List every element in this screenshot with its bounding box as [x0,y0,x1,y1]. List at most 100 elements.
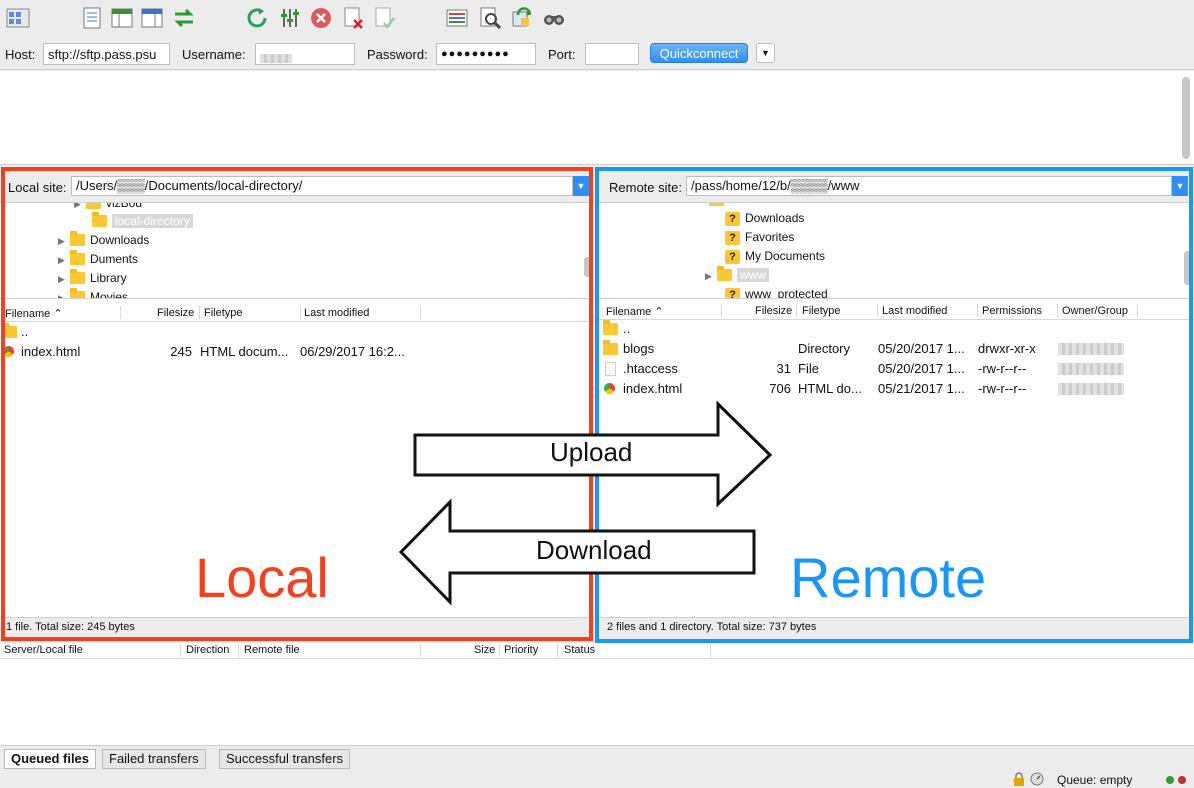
local-annotation-label: Local [195,546,329,609]
column-divider[interactable] [300,306,301,319]
expand-arrow-icon[interactable]: ▶ [58,236,65,246]
username-input[interactable] [255,43,355,65]
cancel-icon[interactable] [309,6,333,30]
tree-scrollbar[interactable] [1184,251,1191,285]
file-size: 245 [170,344,192,359]
sync-browse-icon[interactable] [172,6,196,30]
folder-icon [70,231,85,246]
column-direction[interactable]: Direction [186,644,230,656]
compare-icon[interactable] [510,6,534,30]
process-queue-icon[interactable] [278,6,302,30]
column-divider[interactable] [977,304,978,317]
tree-item[interactable]: ?Favorites [725,228,794,247]
file-icon [605,359,616,379]
column-filetype[interactable]: Filetype [802,305,841,317]
file-size: 706 [769,381,791,396]
tab-successful-transfers[interactable]: Successful transfers [219,749,351,769]
column-server-local-file[interactable]: Server/Local file [4,644,83,656]
column-owner-group[interactable]: Owner/Group [1062,305,1129,317]
tree-item[interactable]: ?My Documents [725,247,825,266]
search-icon[interactable] [542,6,566,30]
column-divider[interactable] [557,644,558,657]
file-row[interactable]: .htaccess 31 File 05/20/2017 1... -rw-r-… [597,359,1194,379]
column-divider[interactable] [180,644,181,657]
tree-item[interactable]: ▶Movies [58,288,128,299]
file-row[interactable]: .. [597,319,1194,339]
column-divider[interactable] [420,644,421,657]
column-divider[interactable] [120,306,121,319]
column-divider[interactable] [1057,304,1058,317]
column-last-modified[interactable]: Last modified [304,307,370,319]
folder-icon [717,266,732,281]
expand-arrow-icon[interactable]: ▶ [705,271,712,281]
tree-scrollbar[interactable] [584,257,591,277]
site-manager-icon[interactable] [6,6,30,30]
column-filetype[interactable]: Filetype [204,307,243,319]
expand-arrow-icon[interactable]: ▶ [74,203,81,209]
directory-listing-icon[interactable] [445,6,469,30]
tree-item-selected[interactable]: local-directory [92,212,193,231]
column-divider[interactable] [877,304,878,317]
host-label: Host: [5,47,36,62]
remote-tree-icon[interactable] [140,6,164,30]
column-size[interactable]: Size [474,644,496,656]
column-divider[interactable] [238,644,239,657]
filter-icon[interactable] [478,6,502,30]
column-divider[interactable] [796,304,797,317]
column-filesize[interactable]: Filesize [755,305,793,317]
file-row[interactable]: index.html 245 HTML docum... 06/29/2017 … [0,342,594,362]
sort-up-icon: ⌃ [53,308,63,320]
tree-item[interactable]: ▶Library [58,269,127,288]
column-filesize[interactable]: Filesize [157,307,195,319]
log-scrollbar[interactable] [1182,77,1190,159]
quickconnect-button[interactable]: Quickconnect [650,43,748,63]
expand-arrow-icon[interactable]: ▶ [58,255,65,265]
tree-item[interactable]: ▶vizBod [74,203,142,213]
column-divider[interactable] [499,644,500,657]
file-row[interactable]: index.html 706 HTML do... 05/21/2017 1..… [597,379,1194,399]
expand-arrow-icon[interactable]: ▶ [58,274,65,284]
tree-item[interactable]: ▶Downloads [58,231,149,250]
redacted-owner [1058,383,1124,395]
quickconnect-history-dropdown[interactable]: ▼ [756,43,775,63]
folder-icon [92,212,107,227]
tree-item-selected[interactable]: ▶www [705,266,769,285]
file-row[interactable]: blogs Directory 05/20/2017 1... drwxr-xr… [597,339,1194,359]
local-tree-icon[interactable] [110,6,134,30]
tree-item[interactable]: ▶Duments [58,250,138,269]
local-path-input[interactable]: /Users/▒▒▒/Documents/local-directory/ [71,176,573,196]
column-divider[interactable] [199,306,200,319]
expand-arrow-icon[interactable]: ▶ [58,293,65,299]
tab-queued-files[interactable]: Queued files [4,749,97,769]
speed-limit-icon[interactable] [1030,772,1044,788]
quickconnect-bar: Host: Username: Password: ●●●●●●●●● Port… [0,38,1194,70]
transfer-queue-list [0,659,1194,745]
username-label: Username: [182,47,246,62]
tree-item[interactable]: ?www_protected [725,285,828,298]
port-input[interactable] [585,43,639,65]
password-input[interactable]: ●●●●●●●●● [436,43,536,65]
column-divider[interactable] [1137,304,1138,317]
column-filename[interactable]: Filename ⌃ [606,306,664,318]
column-remote-file[interactable]: Remote file [244,644,300,656]
column-divider[interactable] [721,304,722,317]
column-filename[interactable]: Filename ⌃ [5,308,63,320]
remote-path-dropdown[interactable]: ▼ [1172,176,1188,196]
local-path-dropdown[interactable]: ▼ [573,176,589,196]
column-status[interactable]: Status [564,644,596,656]
reconnect-icon[interactable] [372,6,396,30]
tab-failed-transfers[interactable]: Failed transfers [102,749,206,769]
message-log-icon[interactable] [80,6,104,30]
refresh-icon[interactable] [245,6,269,30]
redacted-owner [1058,343,1124,355]
tree-item[interactable]: ?Downloads [725,209,804,228]
column-divider[interactable] [420,306,421,319]
column-divider[interactable] [710,644,711,657]
file-row[interactable]: .. [0,322,594,342]
remote-path-input[interactable]: /pass/home/12/b/▒▒▒▒/www [686,176,1172,196]
column-permissions[interactable]: Permissions [982,305,1042,317]
column-priority[interactable]: Priority [504,644,539,656]
column-last-modified[interactable]: Last modified [882,305,948,317]
disconnect-icon[interactable] [341,6,365,30]
host-input[interactable] [43,43,170,65]
